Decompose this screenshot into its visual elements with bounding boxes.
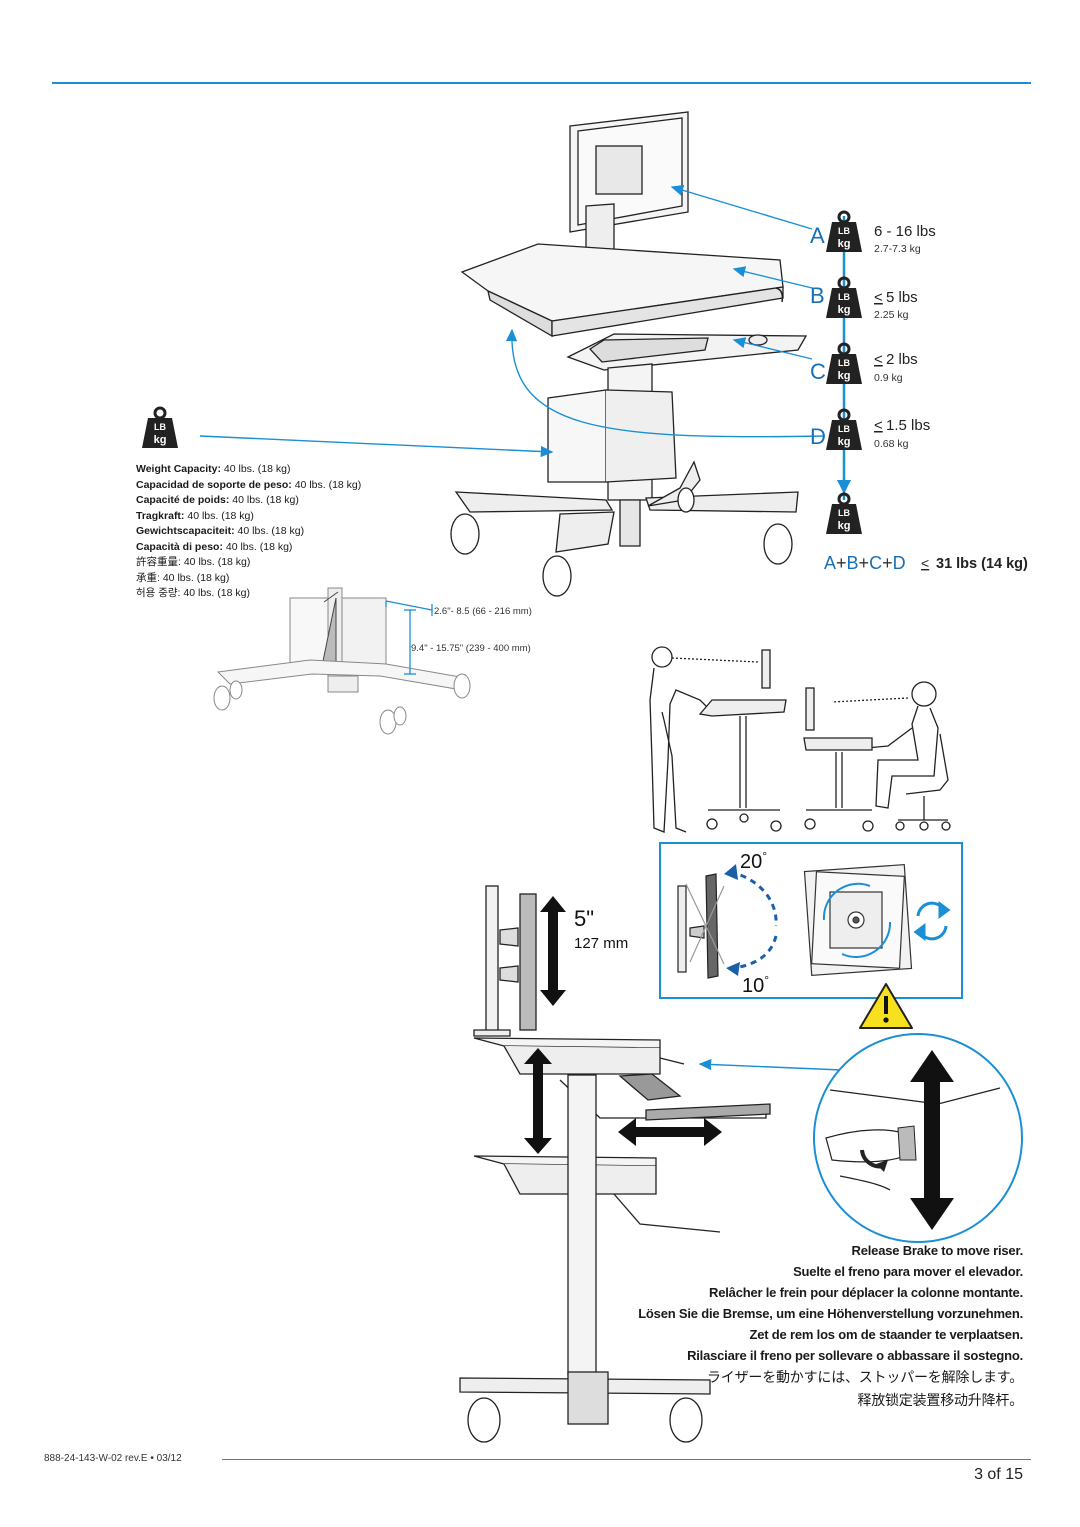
cart-illustration <box>450 111 808 597</box>
svg-text:kg: kg <box>838 238 851 250</box>
load-letter-c: C <box>810 359 826 384</box>
weight-capacity-es: Capacidad de soporte de peso: 40 lbs. (1… <box>136 478 362 491</box>
tilt-illustration <box>677 873 725 979</box>
weight-icon-total: LB kg <box>826 492 862 534</box>
cpu-width-range: 2.6"- 8.5 (66 - 216 mm) <box>434 606 532 617</box>
cpu-dimension-lines <box>385 600 433 675</box>
load-value-a: 6 - 16 lbs <box>874 223 936 240</box>
svg-text:<: < <box>921 555 929 571</box>
height-adjust-mm: 127 mm <box>574 935 628 952</box>
load-value-d: 1.5 lbs <box>886 417 930 434</box>
warning-icon <box>859 983 913 1029</box>
tilt-up-arrowhead <box>724 864 738 880</box>
brake-instruction-de: Lösen Sie die Bremse, um eine Höhenverst… <box>638 1306 1023 1321</box>
load-metric-b: 2.25 kg <box>874 309 909 321</box>
brake-instruction-it: Rilasciare il freno per sollevare o abba… <box>687 1348 1023 1363</box>
le-symbol-d: < <box>874 417 883 434</box>
page-number: 3 of 15 <box>974 1466 1023 1483</box>
tilt-panel-frame <box>659 842 963 999</box>
load-value-c: 2 lbs <box>886 351 918 368</box>
load-metric-d: 0.68 kg <box>874 438 909 450</box>
svg-text:LB: LB <box>838 358 850 368</box>
load-value-b: 5 lbs <box>886 289 918 306</box>
weight-capacity-it: Capacità di peso: 40 lbs. (18 kg) <box>136 540 293 553</box>
weight-icon-b: LB kg <box>826 276 862 318</box>
monitor-height-arrow <box>540 896 566 1006</box>
rotate-icon <box>913 901 951 941</box>
brake-instruction-en: Release Brake to move riser. <box>851 1243 1024 1258</box>
weight-capacity-ja: 許容重量: 40 lbs. (18 kg) <box>136 556 251 568</box>
weight-capacity-list: Weight Capacity: 40 lbs. (18 kg) Capacid… <box>136 462 361 602</box>
svg-text:LB: LB <box>838 424 850 434</box>
total-capacity: A+B+C+D < 31 lbs (14 kg) <box>824 553 1028 573</box>
total-value: 31 lbs (14 kg) <box>936 556 1028 572</box>
sitting-user-illustration <box>803 681 951 832</box>
document-id: 888-24-143-W-02 rev.E • 03/12 <box>44 1453 182 1464</box>
load-letter-a: A <box>810 223 825 248</box>
brake-instruction-fr: Relâcher le frein pour déplacer la colon… <box>709 1285 1023 1300</box>
load-callout-lines <box>199 184 825 458</box>
tilt-down-value: 10° <box>742 973 769 997</box>
riser-illustration <box>459 1037 771 1443</box>
brake-vertical-arrow <box>910 1050 954 1230</box>
svg-text:kg: kg <box>838 436 851 448</box>
weight-capacity-zh: 承重: 40 lbs. (18 kg) <box>136 571 230 584</box>
svg-text:kg: kg <box>838 370 851 382</box>
load-labels: A 6 - 16 lbs 2.7-7.3 kg B < 5 lbs 2.25 k… <box>810 223 936 450</box>
le-symbol-c: < <box>874 351 883 368</box>
svg-text:LB: LB <box>838 226 850 236</box>
load-letter-b: B <box>810 283 825 308</box>
footer-rule <box>222 1459 1031 1460</box>
height-adjust-inches: 5" <box>574 906 594 931</box>
weight-icon-a: LB kg <box>826 210 862 252</box>
svg-text:LB: LB <box>154 422 166 432</box>
weight-capacity-en: Weight Capacity: 40 lbs. (18 kg) <box>136 463 291 475</box>
top-rule <box>52 82 1031 84</box>
le-symbol-b: < <box>874 289 883 306</box>
tilt-arrows <box>729 870 778 970</box>
weight-icon-capacity: LB kg <box>142 406 178 448</box>
cpu-holder-illustration <box>213 587 471 735</box>
weight-capacity-nl: Gewichtscapaciteit: 40 lbs. (18 kg) <box>136 525 305 537</box>
brake-detail-circle <box>813 1033 1023 1243</box>
brake-instruction-nl: Zet de rem los om de staander te verplaa… <box>749 1327 1024 1342</box>
weight-capacity-ko: 허용 중량: 40 lbs. (18 kg) <box>136 587 250 599</box>
brake-instruction-es: Suelte el freno para mover el elevador. <box>793 1264 1023 1279</box>
tilt-up-value: 20° <box>740 849 767 873</box>
brake-instruction-ja: ライザーを動かすには、ストッパーを解除します。 <box>707 1369 1023 1385</box>
svg-text:A+B+C+D: A+B+C+D <box>824 553 906 573</box>
load-metric-a: 2.7-7.3 kg <box>874 243 921 255</box>
svg-text:LB: LB <box>838 508 850 518</box>
riser-vertical-arrow <box>524 1048 552 1154</box>
tilt-down-arrowhead <box>726 962 740 976</box>
weight-capacity-de: Tragkraft: 40 lbs. (18 kg) <box>136 509 254 522</box>
cpu-height-range: 9.4" - 15.75" (239 - 400 mm) <box>411 643 531 654</box>
load-metric-c: 0.9 kg <box>874 372 903 384</box>
monitor-height-illustration <box>473 885 537 1037</box>
svg-text:kg: kg <box>838 304 851 316</box>
svg-text:kg: kg <box>838 520 851 532</box>
weight-icon-d: LB kg <box>826 408 862 450</box>
rotation-illustration <box>803 863 913 977</box>
standing-user-illustration <box>649 646 787 833</box>
weight-capacity-fr: Capacité de poids: 40 lbs. (18 kg) <box>136 494 299 506</box>
svg-text:LB: LB <box>838 292 850 302</box>
weight-icon-c: LB kg <box>826 342 862 384</box>
keyboard-horizontal-arrow <box>618 1118 722 1146</box>
load-letter-d: D <box>810 424 826 449</box>
brake-callout-line <box>698 1058 843 1071</box>
svg-text:kg: kg <box>154 434 167 446</box>
brake-instruction-zh: 释放锁定装置移动升降杆。 <box>857 1392 1023 1408</box>
